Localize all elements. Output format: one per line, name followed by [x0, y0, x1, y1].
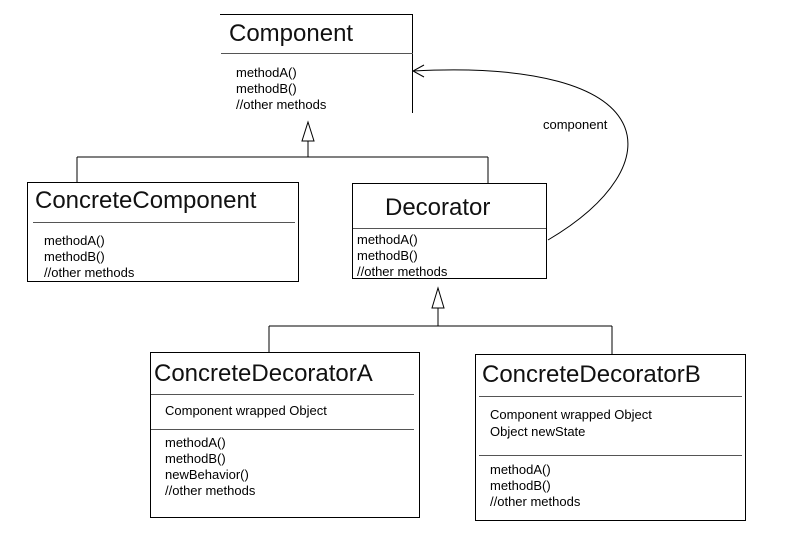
- method-line: methodB(): [165, 451, 226, 466]
- method-line: methodB(): [357, 248, 418, 263]
- association-arrowhead: [411, 64, 425, 78]
- method-line: //other methods: [490, 494, 581, 509]
- field-line: Component wrapped Object: [165, 403, 327, 418]
- field-line: Object newState: [490, 424, 586, 439]
- class-divider-concrete-decorator-a-fields: [151, 429, 414, 430]
- class-divider-concrete-decorator-a-title: [151, 394, 414, 395]
- method-line: methodA(): [236, 65, 297, 80]
- class-divider-decorator: [353, 228, 546, 229]
- class-divider-component: [221, 53, 413, 54]
- class-title-decorator: Decorator: [385, 194, 491, 221]
- class-divider-concrete-decorator-b-title: [479, 396, 742, 397]
- association-label: component: [543, 117, 608, 132]
- method-line: newBehavior(): [165, 467, 249, 482]
- method-line: methodB(): [44, 249, 105, 264]
- inheritance-arrowhead-decorator: [431, 286, 445, 309]
- method-line: //other methods: [44, 265, 135, 280]
- association-curve: [412, 69, 629, 241]
- method-line: methodB(): [490, 478, 551, 493]
- class-box-component: [220, 14, 413, 113]
- class-title-concrete-decorator-a: ConcreteDecoratorA: [154, 360, 373, 387]
- method-line: //other methods: [357, 264, 448, 279]
- class-title-component: Component: [229, 20, 354, 47]
- class-box-concrete-component: [27, 182, 299, 282]
- method-line: //other methods: [236, 97, 327, 112]
- method-line: methodA(): [165, 435, 226, 450]
- class-divider-concrete-component: [33, 222, 295, 223]
- class-title-concrete-decorator-b: ConcreteDecoratorB: [482, 361, 701, 388]
- inheritance-arrowhead-component: [301, 120, 315, 142]
- method-line: methodA(): [44, 233, 105, 248]
- class-divider-concrete-decorator-b-fields: [479, 455, 742, 456]
- class-title-concrete-component: ConcreteComponent: [35, 187, 257, 214]
- class-box-decorator: [352, 183, 547, 279]
- method-line: //other methods: [165, 483, 256, 498]
- field-line: Component wrapped Object: [490, 407, 652, 422]
- method-line: methodA(): [490, 462, 551, 477]
- method-line: methodA(): [357, 232, 418, 247]
- class-box-concrete-decorator-a: [150, 352, 420, 518]
- method-line: methodB(): [236, 81, 297, 96]
- class-box-concrete-decorator-b: [475, 354, 746, 521]
